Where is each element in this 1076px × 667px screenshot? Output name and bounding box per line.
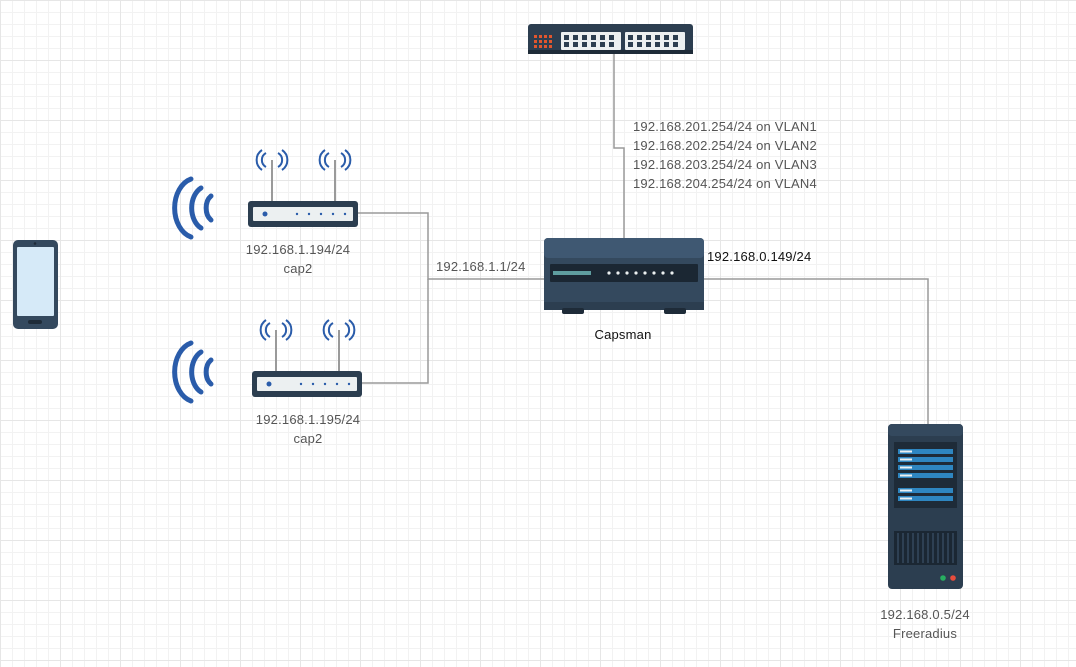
link-ap1-capsman bbox=[358, 212, 546, 280]
switch-port-bank-right bbox=[625, 32, 685, 50]
connections bbox=[358, 54, 929, 425]
vlan-label-1: 192.168.201.254/24 on VLAN1 bbox=[633, 119, 817, 134]
switch-port-bank-left bbox=[561, 32, 621, 50]
link-ap2-capsman bbox=[361, 279, 429, 384]
ap2-antenna-signal-icon bbox=[259, 319, 356, 341]
ap1-name-label: cap2 bbox=[283, 261, 313, 276]
switch-status-leds bbox=[534, 35, 552, 48]
access-point-2[interactable] bbox=[252, 319, 362, 397]
ap2-ip-label: 192.168.1.195/24 bbox=[255, 412, 361, 427]
server-vent bbox=[894, 531, 957, 565]
ap1-antenna-signal-icon bbox=[255, 149, 352, 171]
network-switch[interactable] bbox=[528, 24, 693, 54]
vlan-label-4: 192.168.204.254/24 on VLAN4 bbox=[633, 176, 817, 191]
ap1-broadcast-icon bbox=[172, 176, 214, 240]
freeradius-server-icon[interactable] bbox=[888, 424, 963, 589]
server-status-led bbox=[950, 575, 956, 581]
capsman-lan-ip-label: 192.168.1.1/24 bbox=[436, 259, 526, 274]
ap2-antennas bbox=[275, 330, 340, 373]
router-display bbox=[553, 271, 591, 275]
link-capsman-server bbox=[704, 278, 929, 425]
server-ip-label: 192.168.0.5/24 bbox=[880, 607, 970, 622]
ap2-broadcast-icon bbox=[172, 340, 214, 404]
link-switch-capsman bbox=[613, 54, 625, 240]
smartphone-icon[interactable] bbox=[13, 240, 58, 329]
ap1-ip-label: 192.168.1.194/24 bbox=[245, 242, 351, 257]
capsman-uplink-ip-label: 192.168.0.149/24 bbox=[707, 249, 812, 264]
server-name-label: Freeradius bbox=[892, 626, 958, 641]
router-panel bbox=[550, 264, 698, 282]
server-power-led bbox=[940, 575, 946, 581]
server-drive-bays bbox=[898, 449, 953, 501]
capsman-name-label: Capsman bbox=[594, 327, 652, 342]
ap2-name-label: cap2 bbox=[293, 431, 323, 446]
vlan-label-3: 192.168.203.254/24 on VLAN3 bbox=[633, 157, 817, 172]
switch-ports bbox=[564, 35, 678, 47]
ap1-antennas bbox=[271, 160, 336, 203]
capsman-router[interactable] bbox=[544, 238, 704, 314]
access-point-1[interactable] bbox=[248, 149, 358, 227]
vlan-label-2: 192.168.202.254/24 on VLAN2 bbox=[633, 138, 817, 153]
router-port-leds bbox=[607, 271, 674, 275]
